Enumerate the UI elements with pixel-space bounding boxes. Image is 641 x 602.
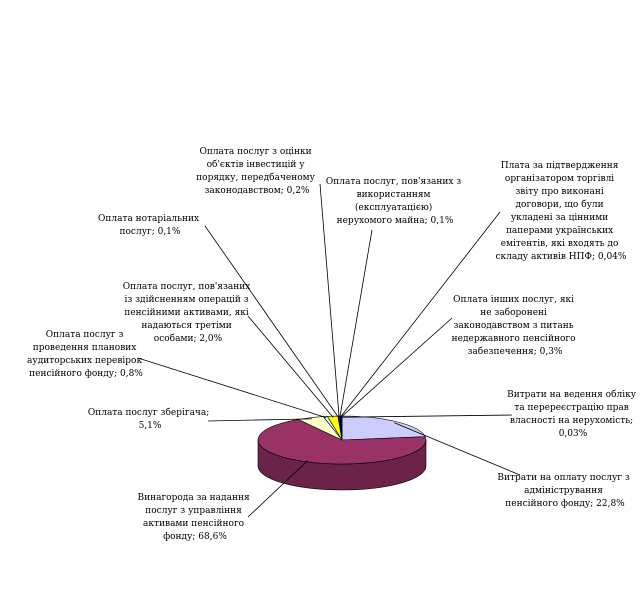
- label-third-party-operations: Оплата послуг, пов'язаних із здійсненням…: [123, 282, 253, 344]
- label-valuation: Оплата послуг з оцінки об'єктів інвестиц…: [196, 147, 318, 196]
- leader-line-2: [207, 418, 313, 422]
- label-asset-management: Винагорода за надання послуг з управлінн…: [137, 493, 252, 542]
- leader-line-1: [247, 460, 309, 518]
- label-custodian: Оплата послуг зберігача; 5,1%: [88, 407, 212, 431]
- label-other-services: Оплата інших послуг, які не заборонені з…: [452, 295, 579, 357]
- leader-line-9: [340, 317, 453, 418]
- pie-slices: [257, 415, 427, 465]
- label-trade-confirmation: Плата за підтвердження організатором тор…: [496, 161, 627, 262]
- leader-line-0: [394, 422, 521, 476]
- leader-line-8: [339, 211, 501, 418]
- label-notary: Оплата нотаріальних послуг; 0,1%: [98, 214, 202, 237]
- slice-0: [341, 415, 426, 441]
- label-audit: Оплата послуг з проведення планових ауди…: [27, 330, 145, 379]
- leader-line-10: [341, 414, 513, 418]
- label-property-registration: Витрати на ведення обліку та перереєстра…: [507, 389, 639, 439]
- leader-line-6: [319, 183, 340, 418]
- leader-line-3: [137, 357, 327, 419]
- leader-lines: [137, 183, 521, 518]
- leader-line-7: [339, 229, 373, 418]
- label-administration: Витрати на оплату послуг з адмініструван…: [497, 473, 632, 509]
- label-real-estate-use: Оплата послуг, пов'язаних з використання…: [326, 177, 464, 226]
- leader-line-5: [204, 225, 339, 418]
- slice-1: [257, 419, 427, 465]
- leader-line-4: [247, 315, 334, 418]
